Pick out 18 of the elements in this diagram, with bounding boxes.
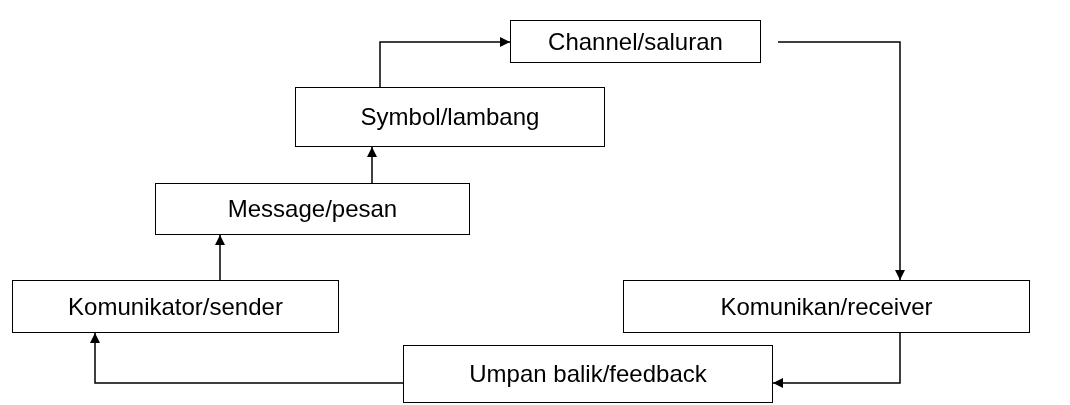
box-label: Message/pesan	[227, 195, 398, 223]
box-label: Komunikan/receiver	[720, 292, 933, 321]
box-label: Channel/saluran	[548, 27, 723, 56]
box-label: Umpan balik/feedback	[469, 360, 707, 388]
process-box	[12, 280, 339, 333]
box-label: Komunikator/sender	[68, 292, 283, 321]
arrow	[90, 332, 404, 384]
process-box	[510, 20, 761, 63]
process-box	[155, 183, 470, 235]
arrow	[772, 332, 901, 388]
process-box	[623, 280, 1030, 333]
process-box	[403, 345, 773, 403]
box-label: Symbol/lambang	[360, 103, 540, 131]
arrow	[215, 234, 225, 281]
arrow	[379, 37, 511, 88]
process-box	[295, 87, 605, 147]
arrow	[367, 146, 377, 184]
arrow	[777, 41, 905, 281]
